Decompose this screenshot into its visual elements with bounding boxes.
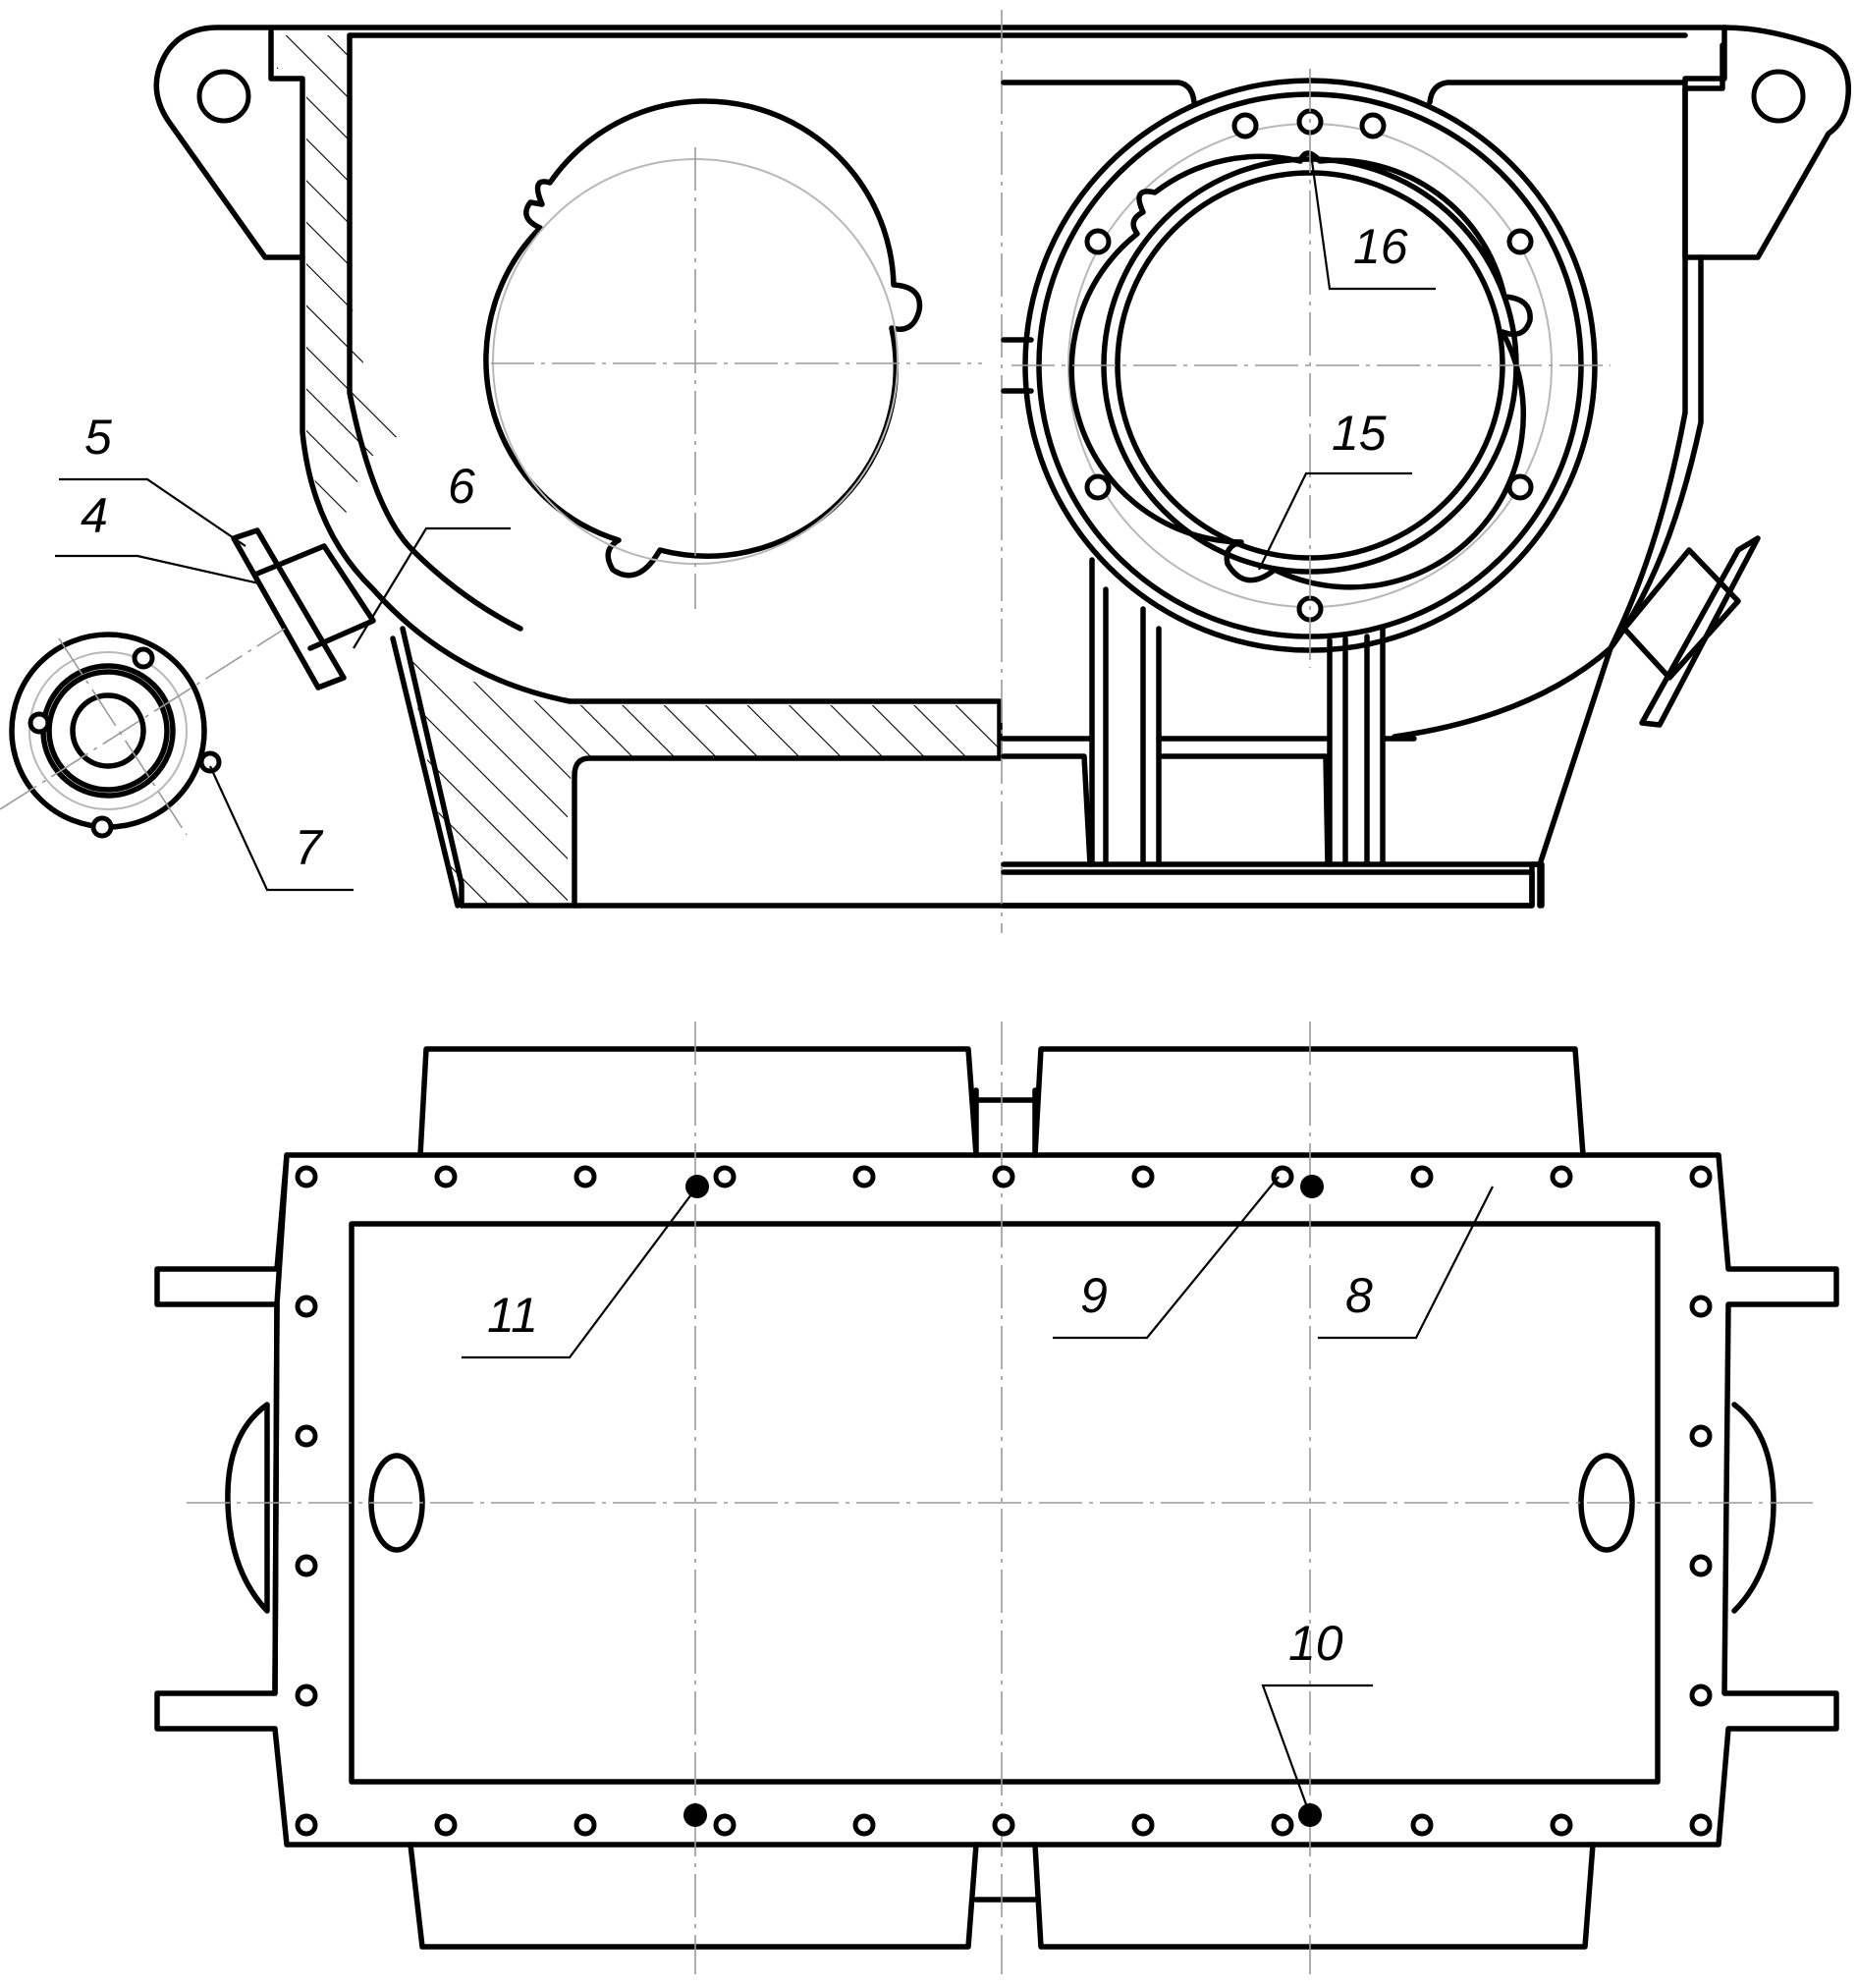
- leader-16: [1310, 160, 1436, 291]
- bolt: [1084, 228, 1112, 255]
- left-outer-wall: [347, 32, 523, 632]
- right-lifting-lug-hole: [1751, 69, 1806, 124]
- right-outer-wall: [1392, 254, 1688, 740]
- plan-view: [154, 1022, 1839, 1974]
- plan-left-boss: [225, 1402, 270, 1614]
- plan-side-bolts: [295, 1295, 1713, 1707]
- plan-flange-outline: [154, 1152, 1839, 1848]
- bolt: [27, 711, 51, 735]
- bottom-wall: [572, 702, 1003, 909]
- right-boss-side-tab: [1001, 337, 1034, 394]
- bolt: [198, 750, 222, 774]
- right-top-flange: [1001, 80, 1688, 105]
- leader-4: [55, 554, 260, 585]
- plan-right-oval: [1578, 1453, 1635, 1553]
- plan-bottom-right-lug: [1032, 1842, 1596, 1950]
- plan-top-right-lug: [1032, 1046, 1586, 1158]
- callout-8: 8: [1345, 1268, 1373, 1323]
- leader-5: [59, 477, 246, 547]
- callout-11: 11: [487, 1288, 538, 1343]
- housing-right-outline: [1682, 25, 1727, 260]
- leader-9: [1053, 1176, 1280, 1340]
- plan-top-center-tab: [973, 1087, 1038, 1158]
- bolt: [1231, 112, 1259, 139]
- bolt: [1506, 228, 1534, 255]
- bolt: [1359, 112, 1387, 139]
- plan-top-bolt-row: [295, 1165, 1713, 1198]
- right-inspection-flange: [1621, 535, 1761, 728]
- front-view: [0, 10, 1852, 933]
- callout-9: 9: [1080, 1268, 1108, 1323]
- left-wall-section-hatch: [277, 35, 403, 545]
- oil-sight-glass-view: [0, 628, 286, 839]
- callout-7: 7: [295, 820, 324, 875]
- housing-left-outline: [153, 25, 1852, 260]
- left-lifting-lug-hole: [196, 69, 251, 124]
- callout-4: 4: [81, 488, 108, 543]
- plan-top-left-lug: [417, 1046, 979, 1158]
- callout-6: 6: [448, 459, 475, 514]
- left-drain-boss: [231, 527, 376, 690]
- leader-lines: [55, 160, 1494, 1816]
- bolt: [132, 646, 155, 670]
- leader-11: [462, 1186, 698, 1359]
- left-slope: [390, 635, 461, 909]
- plan-bottom-left-lug: [408, 1842, 979, 1950]
- callout-15: 15: [1332, 406, 1387, 461]
- callout-10: 10: [1288, 1616, 1343, 1671]
- leader-7: [209, 765, 354, 892]
- right-support-ribs: [1001, 557, 1417, 867]
- bottom-section-hatch: [403, 629, 1000, 906]
- leader-8: [1318, 1186, 1494, 1340]
- bolt: [1506, 473, 1534, 501]
- plan-flange-side-left: [272, 1152, 290, 1696]
- plan-bottom-bolt-row: [295, 1803, 1713, 1837]
- callout-5: 5: [84, 410, 112, 465]
- leader-6: [353, 526, 511, 649]
- bolt: [1084, 473, 1112, 501]
- bolt: [90, 815, 114, 839]
- right-base-plate: [1001, 861, 1543, 909]
- right-bearing-bore: [1068, 150, 1533, 590]
- leader-15: [1258, 471, 1412, 571]
- callout-16: 16: [1353, 219, 1408, 274]
- plan-right-boss: [1731, 1402, 1776, 1614]
- leader-10: [1261, 1684, 1373, 1816]
- left-inner-wall: [300, 254, 1003, 704]
- callout-labels: 5 4 6 7 16 15 11 9 8 10: [81, 219, 1408, 1671]
